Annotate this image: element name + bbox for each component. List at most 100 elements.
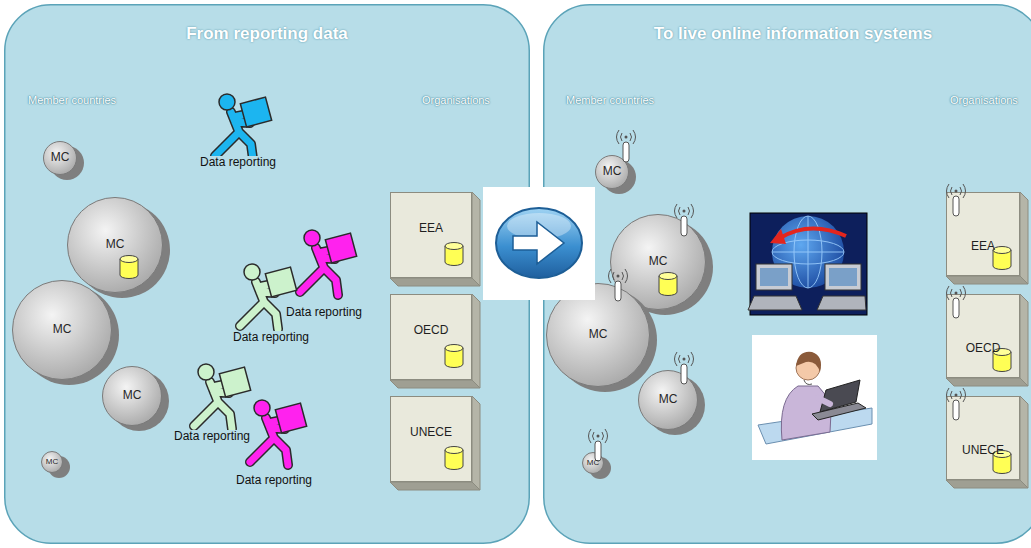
- running-figure-part: [194, 364, 251, 429]
- antenna-icon-part-part: [963, 286, 966, 300]
- member-country-circle: MC: [638, 370, 698, 430]
- node-outline-part: [544, 5, 1031, 544]
- antenna-icon-part-part: [960, 391, 962, 399]
- antenna-icon-part-part: [621, 133, 623, 141]
- node-outline-part: [391, 397, 472, 482]
- antenna-icon: [609, 269, 628, 301]
- database-cylinder: [993, 247, 1011, 270]
- antenna-icon-part: [617, 130, 636, 144]
- antenna-icon-part-part: [951, 187, 953, 195]
- operator-icon-part: [796, 356, 820, 380]
- node-label: OECD: [414, 324, 449, 338]
- network-icon-part: [772, 216, 844, 288]
- operator-icon-part: [812, 403, 866, 420]
- node-outline-part: [472, 294, 480, 388]
- node-label: MC: [106, 238, 125, 252]
- antenna-icon-part: [589, 429, 608, 443]
- node-label: MC: [589, 328, 608, 342]
- node-outline-part: [946, 276, 1028, 284]
- node-outline-part: [645, 375, 705, 435]
- database-cylinder-part: [445, 243, 463, 250]
- antenna-icon-part: [953, 400, 959, 420]
- node-outline-part: [5, 5, 530, 544]
- database-cylinder-part: [445, 348, 463, 368]
- operator-icon: [752, 335, 877, 460]
- flow-label: Data reporting: [199, 156, 277, 170]
- node-label: UNECE: [962, 444, 1004, 458]
- node-outline: [390, 294, 480, 388]
- antenna-icon-part-part: [951, 391, 953, 399]
- scenario-panel: To live online information systemsMCMCMC…: [543, 4, 1031, 544]
- running-figure-part: [215, 94, 272, 159]
- antenna-icon-part: [681, 364, 687, 384]
- transition-arrow-button-part: [507, 213, 571, 239]
- node-outline-part: [1020, 192, 1028, 284]
- transition-arrow-button-part: [483, 187, 595, 300]
- database-cylinder-part: [993, 250, 1011, 270]
- operator-icon-part: [758, 408, 872, 444]
- antenna-icon-part-part: [947, 184, 950, 198]
- antenna-icon-part: [683, 210, 686, 213]
- node-label: UNECE: [410, 426, 452, 440]
- antenna-icon-part-part: [617, 130, 620, 144]
- database-cylinder: [445, 345, 463, 368]
- node-outline-part: [602, 160, 636, 194]
- antenna-icon-part-part: [963, 388, 966, 402]
- node-outline: [946, 294, 1028, 386]
- antenna-icon-part: [955, 292, 958, 295]
- node-outline-part: [44, 142, 77, 175]
- node-label: OECD: [966, 342, 1001, 356]
- network-icon-part: [756, 264, 792, 290]
- node-outline: [946, 396, 1028, 488]
- node-outline-part: [1020, 294, 1028, 386]
- operator-icon-part: [804, 380, 812, 385]
- network-icon-part: [760, 268, 788, 286]
- node-outline-part: [553, 288, 657, 392]
- antenna-icon-part-part: [688, 355, 690, 363]
- member-country-circle: MC: [595, 155, 629, 189]
- node-outline-part: [547, 284, 650, 387]
- antenna-icon-part: [675, 204, 694, 218]
- node-outline-part: [947, 193, 1020, 276]
- flow-label: Data reporting: [235, 474, 313, 488]
- database-cylinder-part: [445, 450, 463, 470]
- node-label: EEA: [971, 240, 995, 254]
- antenna-icon-part: [675, 352, 694, 366]
- node-outline-part: [103, 367, 162, 426]
- antenna-icon: [617, 130, 636, 162]
- network-icon-part: [817, 296, 866, 310]
- database-cylinder-part: [120, 256, 138, 263]
- group-heading: Organisations: [950, 94, 1018, 107]
- database-cylinder-part: [445, 345, 463, 352]
- network-icon-part: [780, 228, 846, 238]
- node-outline: [390, 396, 480, 490]
- node-outline-part: [947, 397, 1020, 480]
- node-outline-part: [74, 202, 170, 298]
- member-country-circle: MC: [41, 451, 63, 473]
- antenna-icon-part: [947, 184, 966, 198]
- member-country-circle: MC: [67, 197, 163, 293]
- organisation-box: OECD: [390, 294, 480, 388]
- node-outline-part: [611, 215, 706, 310]
- antenna-icon-part-part: [602, 432, 604, 440]
- flow-label: Data reporting: [232, 331, 310, 345]
- node-outline-part: [583, 453, 604, 474]
- antenna-icon: [675, 352, 694, 384]
- antenna-icon-part-part: [633, 130, 636, 144]
- antenna-icon-part: [953, 298, 959, 318]
- node-outline-part: [946, 480, 1028, 488]
- antenna-icon-part-part: [625, 269, 628, 283]
- node-label: MC: [46, 457, 58, 466]
- antenna-icon-part-part: [622, 272, 624, 280]
- group-heading: Member countries: [28, 94, 116, 107]
- node-outline-part: [19, 285, 119, 385]
- antenna-icon-part-part: [679, 207, 681, 215]
- flow-label: Data reporting: [285, 306, 363, 320]
- organisation-box: OECD: [946, 294, 1028, 386]
- node-label: MC: [51, 151, 70, 165]
- node-outline-part: [947, 295, 1020, 378]
- antenna-icon-part-part: [630, 133, 632, 141]
- member-country-circle: MC: [12, 280, 112, 380]
- antenna-icon-part: [617, 275, 620, 278]
- database-cylinder: [445, 447, 463, 470]
